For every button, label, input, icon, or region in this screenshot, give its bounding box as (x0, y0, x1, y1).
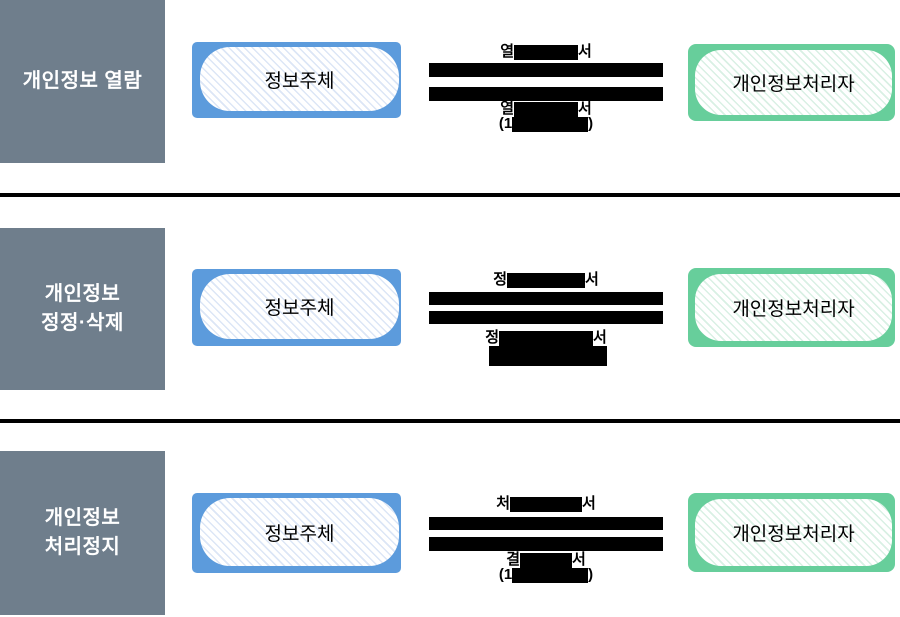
redaction-box (514, 44, 578, 60)
redacted-arrow-right (429, 517, 663, 530)
note-prefix: (1 (498, 566, 513, 583)
subject-box: 정보주체 (192, 269, 401, 346)
redaction-box (510, 496, 582, 512)
redaction-box (514, 101, 578, 117)
arrow-bottom-label-suffix: 서 (578, 100, 592, 117)
section-label-access: 개인정보 열람 (0, 0, 165, 163)
note-suffix: ) (588, 566, 594, 583)
section-label-line: 처리정지 (44, 536, 121, 558)
arrow-top-label-suffix: 서 (582, 495, 596, 512)
note-suffix: ) (588, 115, 594, 132)
subject-label: 정보주체 (264, 523, 335, 545)
note-prefix: (1 (498, 115, 513, 132)
arrow-bottom-label-prefix: 결 (506, 551, 520, 568)
redacted-arrow-left (429, 311, 663, 324)
processor-label: 개인정보처리자 (732, 524, 855, 545)
arrow-top-label-prefix: 처 (496, 495, 510, 512)
redaction-box (512, 116, 589, 132)
processor-box-inner: 개인정보처리자 (695, 274, 892, 341)
processor-box: 개인정보처리자 (688, 268, 895, 347)
redaction-box (512, 567, 589, 583)
subject-label: 정보주체 (264, 298, 335, 319)
row-divider (0, 419, 900, 423)
processor-box: 개인정보처리자 (688, 493, 895, 572)
redacted-arrow-left (429, 87, 663, 101)
section-label-line: 정정·삭제 (41, 312, 124, 334)
redaction-box (499, 330, 593, 346)
subject-label: 정보주체 (264, 70, 335, 92)
section-label-line: 개인정보 (44, 283, 121, 305)
section-label-suspension: 개인정보 처리정지 (0, 451, 165, 615)
redacted-arrow-right (429, 292, 663, 305)
processor-box: 개인정보처리자 (688, 44, 895, 121)
subject-box: 정보주체 (192, 493, 401, 573)
redacted-arrow-left (429, 537, 663, 551)
processor-label: 개인정보처리자 (732, 299, 855, 320)
processor-label: 개인정보처리자 (732, 74, 855, 95)
arrow-bottom-label-suffix: 서 (572, 551, 586, 568)
redaction-box (520, 552, 572, 568)
arrow-bottom-note: (1) (429, 116, 663, 132)
subject-box-inner: 정보주체 (200, 498, 399, 566)
subject-box-inner: 정보주체 (200, 47, 399, 111)
processor-box-inner: 개인정보처리자 (695, 499, 892, 566)
section-label-line: 개인정보 열람 (22, 70, 143, 92)
arrow-bottom-label-prefix: 정 (485, 329, 499, 346)
redaction-box (489, 346, 607, 366)
subject-box: 정보주체 (192, 42, 401, 118)
arrow-bottom-label-prefix: 열 (500, 100, 514, 117)
arrow-bottom-label-suffix: 서 (593, 329, 607, 346)
arrow-top-label-prefix: 열 (500, 43, 514, 60)
arrow-top-label-prefix: 정 (493, 271, 507, 288)
subject-box-inner: 정보주체 (200, 274, 399, 339)
section-label-correction: 개인정보 정정·삭제 (0, 228, 165, 390)
row-divider (0, 193, 900, 197)
arrow-top-label-suffix: 서 (578, 43, 592, 60)
redaction-box (507, 272, 585, 288)
processor-box-inner: 개인정보처리자 (695, 50, 892, 115)
section-label-line: 개인정보 (44, 507, 121, 529)
arrow-bottom-note: (1) (429, 567, 663, 583)
redacted-arrow-right (429, 63, 663, 77)
arrow-top-label-suffix: 서 (585, 271, 599, 288)
